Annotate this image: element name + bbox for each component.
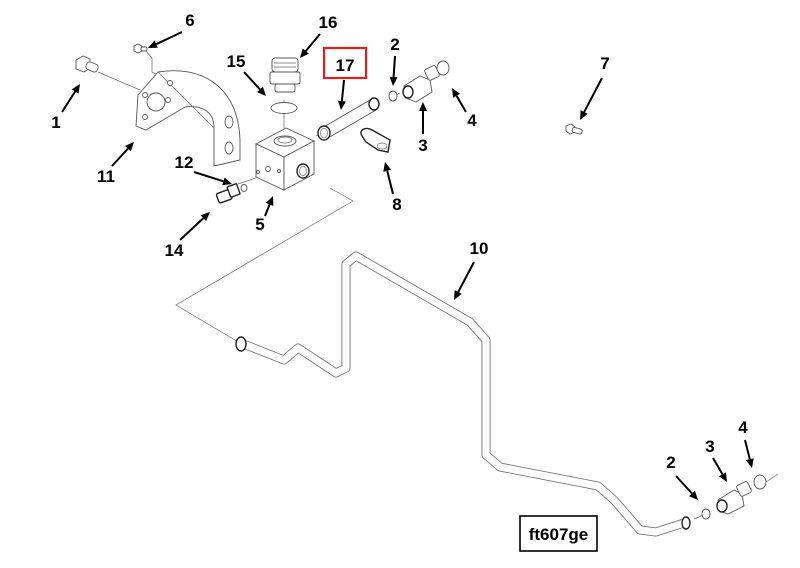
- part-14-fitting[interactable]: [215, 183, 241, 204]
- arrow-head-11: [124, 142, 134, 152]
- arrow-line-4-top: [455, 95, 467, 113]
- arrow-line-1: [61, 91, 76, 113]
- arrow-head-10: [454, 290, 462, 300]
- part-2-o-ring-top[interactable]: [388, 90, 398, 102]
- part-6-screw[interactable]: [133, 43, 148, 54]
- callout-15[interactable]: 15: [227, 52, 246, 71]
- part-11-bracket[interactable]: [135, 70, 241, 167]
- part-10-pipe[interactable]: [235, 251, 691, 537]
- part-5-manifold-block[interactable]: [254, 127, 316, 191]
- callout-11[interactable]: 11: [97, 167, 115, 186]
- part-7-bolt[interactable]: [565, 123, 583, 135]
- arrow-head-12: [222, 177, 232, 186]
- arrow-line-11: [111, 147, 129, 167]
- part-3-union-top[interactable]: [402, 65, 440, 103]
- part-2-o-ring-bottom[interactable]: [701, 508, 711, 520]
- callout-2-top[interactable]: 2: [390, 35, 399, 54]
- arrow-head-16: [300, 48, 309, 58]
- arrow-line-7: [583, 77, 603, 113]
- arrow-line-4-bottom: [744, 439, 751, 460]
- callout-6[interactable]: 6: [185, 11, 194, 30]
- callout-4-bottom[interactable]: 4: [738, 418, 748, 437]
- callout-5[interactable]: 5: [255, 215, 264, 234]
- arrow-head-17: [337, 100, 346, 110]
- part-1-bolt[interactable]: [75, 55, 99, 73]
- arrow-line-2-bottom: [675, 475, 693, 495]
- arrow-line-5: [264, 203, 271, 217]
- arrow-head-2-bottom: [688, 490, 698, 500]
- callout-12[interactable]: 12: [175, 153, 194, 172]
- part-8-clamp[interactable]: [360, 127, 391, 153]
- callout-7[interactable]: 7: [600, 54, 609, 73]
- callout-arrows: [61, 31, 754, 500]
- callout-2-bottom[interactable]: 2: [666, 453, 675, 472]
- arrow-line-2-top: [392, 55, 396, 78]
- arrow-line-8: [386, 170, 394, 195]
- arrow-head-15: [256, 86, 266, 96]
- callout-8[interactable]: 8: [392, 195, 401, 214]
- arrow-line-15: [243, 71, 261, 91]
- part-15-o-ring[interactable]: [270, 102, 298, 114]
- arrow-head-5: [265, 196, 274, 206]
- arrow-line-14: [179, 217, 205, 241]
- part-16-fitting[interactable]: [269, 57, 301, 93]
- assembly-guide-lines: [97, 49, 779, 520]
- callout-3-bottom[interactable]: 3: [705, 437, 714, 456]
- callout-1[interactable]: 1: [51, 113, 60, 132]
- arrow-line-3-bottom: [712, 457, 724, 475]
- part-12-o-ring[interactable]: [240, 184, 248, 192]
- callout-3-top[interactable]: 3: [418, 136, 427, 155]
- callout-10[interactable]: 10: [470, 239, 489, 258]
- callout-4-top[interactable]: 4: [467, 111, 477, 130]
- arrow-head-6: [148, 40, 158, 48]
- part-3-union-bottom[interactable]: [716, 481, 752, 515]
- arrow-head-2-top: [389, 76, 398, 86]
- arrow-line-16: [304, 33, 321, 52]
- arrow-head-14: [200, 212, 210, 222]
- figure-id-label: ft607ge: [529, 525, 589, 544]
- arrow-line-6: [155, 31, 183, 46]
- arrow-head-8: [383, 162, 392, 172]
- figure-id-box: ft607ge: [519, 515, 598, 552]
- arrow-line-10: [457, 261, 475, 293]
- part-4-seal-bottom[interactable]: [753, 474, 767, 490]
- callout-14[interactable]: 14: [165, 241, 184, 260]
- arrow-head-4-bottom: [745, 458, 754, 468]
- arrow-head-7: [580, 110, 588, 120]
- arrow-head-3-bottom: [719, 472, 727, 482]
- arrow-line-17: [340, 79, 345, 102]
- part-4-seal-top[interactable]: [436, 60, 450, 76]
- callout-17[interactable]: 17: [336, 56, 355, 75]
- part-17-tube[interactable]: [317, 97, 380, 141]
- arrow-head-1: [71, 84, 80, 94]
- arrow-head-3-top: [419, 102, 427, 111]
- callout-labels: 1 6 16 15 17 2 3 4 7 8 11 12 14 5 10 2 3…: [51, 11, 748, 472]
- callout-17-highlight-box: [322, 46, 368, 80]
- callout-16[interactable]: 16: [319, 13, 338, 32]
- arrow-head-4-top: [452, 88, 460, 98]
- arrow-line-12: [193, 171, 224, 183]
